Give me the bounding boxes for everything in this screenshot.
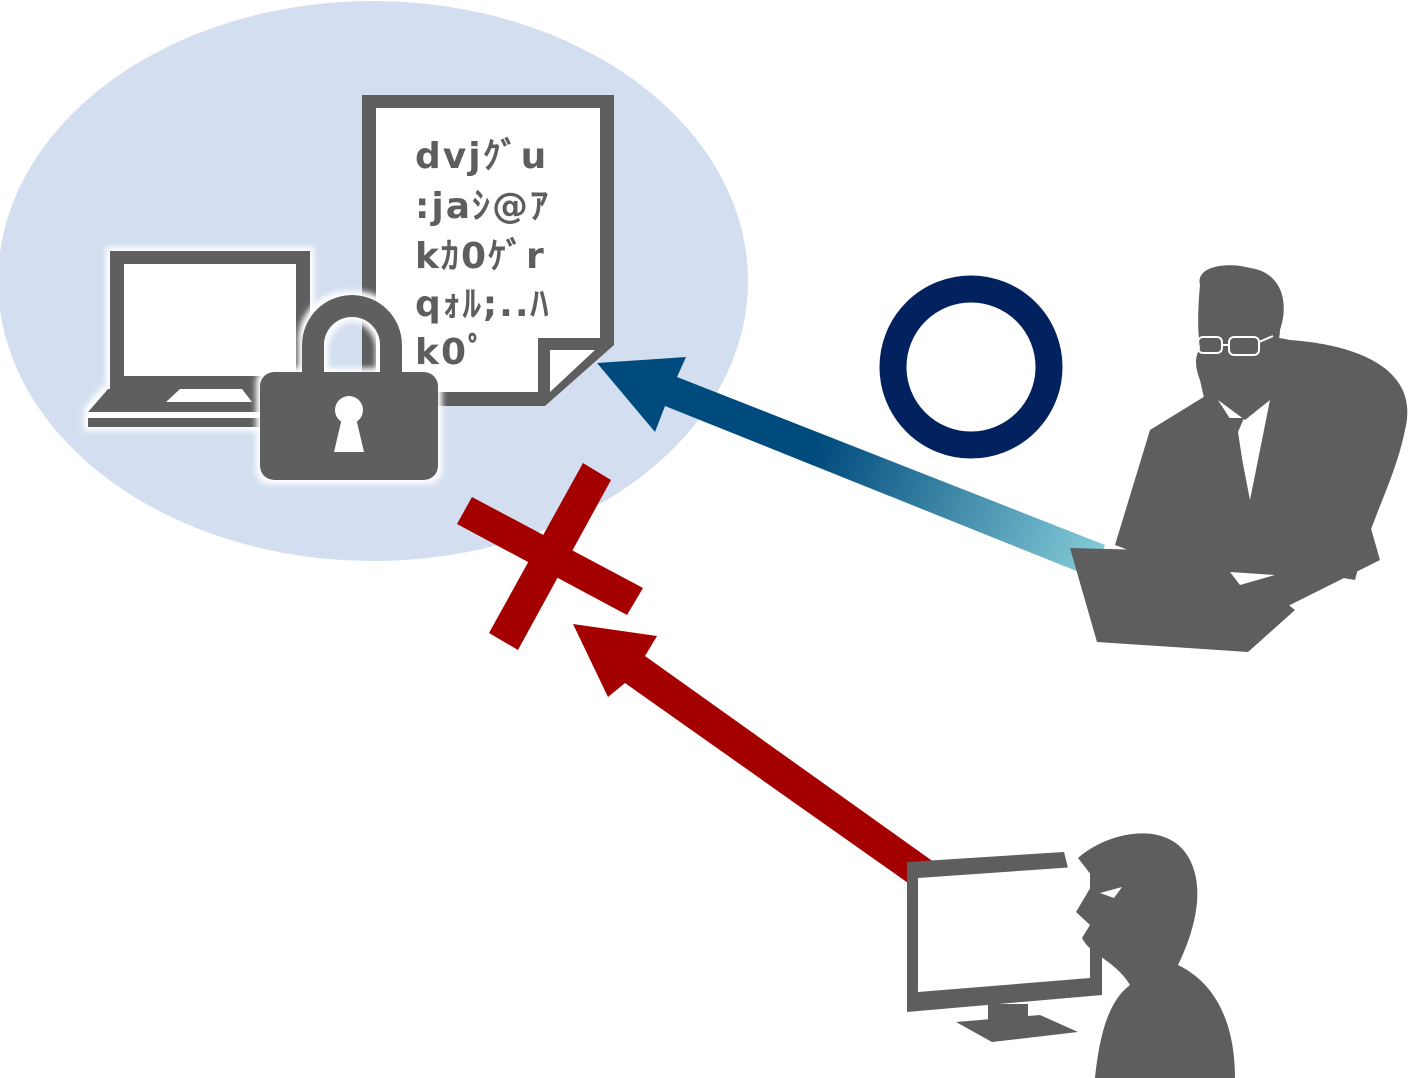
encrypted-text-line-1: dvjｸﾞu [415, 135, 548, 177]
encrypted-text-line-3: kｶ0ｹﾞr [415, 235, 546, 277]
encrypted-document-icon: dvjｸﾞu :jaｼ@ｱ kｶ0ｹﾞr qｫﾙ;..ﾊ k0ﾟ [362, 95, 614, 406]
encrypted-text-line-4: qｫﾙ;..ﾊ [415, 284, 551, 325]
hacker-at-monitor-icon [907, 833, 1235, 1078]
businessman-with-laptop-icon [1070, 265, 1408, 652]
padlock-icon [260, 295, 438, 480]
encrypted-text-line-2: :jaｼ@ｱ [415, 186, 550, 227]
denied-access-arrow [573, 624, 945, 895]
denied-cross-mark [457, 463, 643, 650]
encrypted-text-line-5: k0ﾟ [415, 331, 488, 373]
allowed-circle-mark [879, 275, 1063, 459]
allowed-access-arrow [597, 357, 1105, 578]
